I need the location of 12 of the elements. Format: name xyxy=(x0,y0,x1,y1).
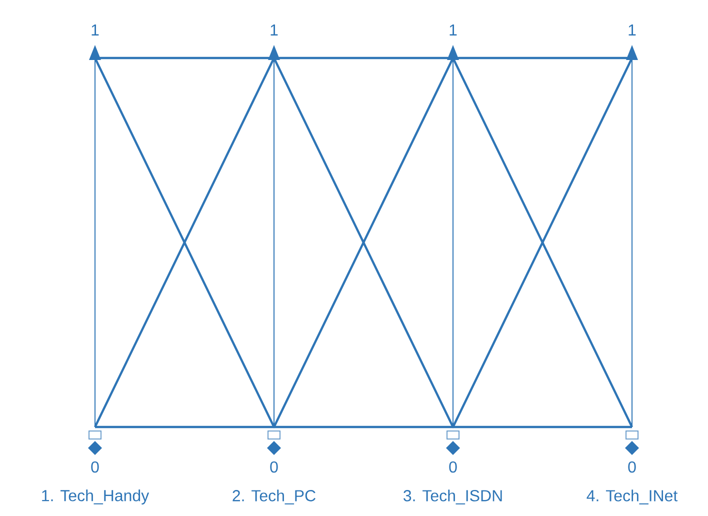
tick-label: 0 xyxy=(270,461,278,473)
axis-label: 4. Tech_INet xyxy=(586,490,678,504)
tick-label: 0 xyxy=(449,461,457,473)
tick-label: 1 xyxy=(92,24,99,36)
axis-label: 1. Tech_Handy xyxy=(42,490,150,504)
tick-label: 1 xyxy=(628,24,636,36)
tick-label: 1 xyxy=(270,24,278,36)
axis-label: 3. Tech_ISDN xyxy=(404,490,502,504)
tick-label: 1 xyxy=(450,24,457,36)
tick-label: 0 xyxy=(91,461,99,473)
tick-label: 0 xyxy=(628,461,636,473)
axis-label: 2. Tech_PC xyxy=(232,490,316,504)
